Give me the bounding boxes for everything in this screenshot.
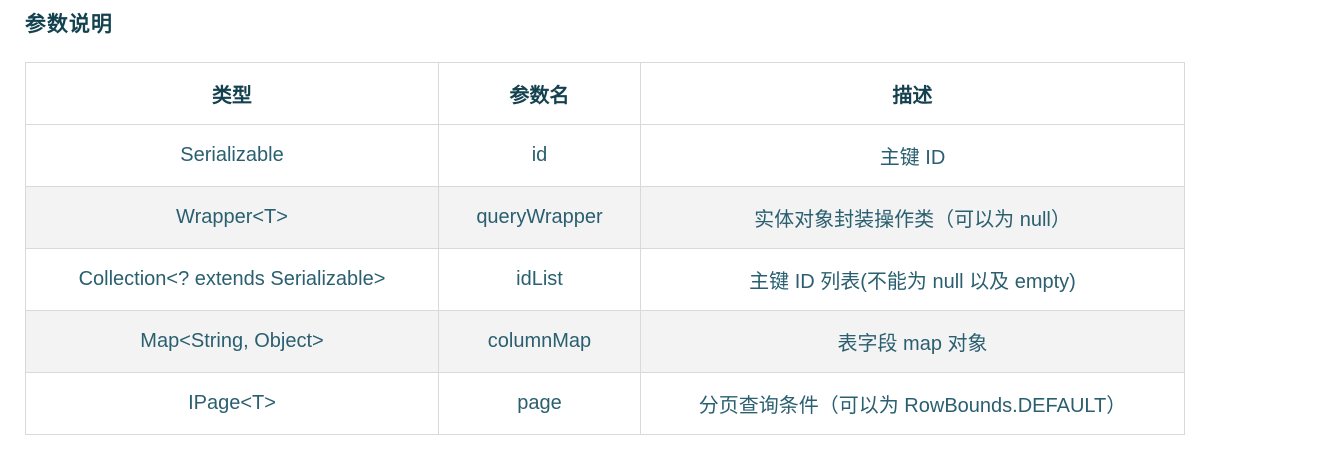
table-row: Collection<? extends Serializable> idLis…	[25, 248, 1185, 311]
table-row: IPage<T> page 分页查询条件（可以为 RowBounds.DEFAU…	[25, 372, 1185, 435]
cell-type: Serializable	[25, 124, 439, 187]
cell-type: Wrapper<T>	[25, 186, 439, 249]
table-row: Wrapper<T> queryWrapper 实体对象封装操作类（可以为 nu…	[25, 186, 1185, 249]
cell-description: 表字段 map 对象	[640, 310, 1185, 373]
column-header-type: 类型	[25, 62, 439, 125]
table-body: Serializable id 主键 ID Wrapper<T> queryWr…	[25, 124, 1185, 435]
cell-description: 主键 ID	[640, 124, 1185, 187]
table-header-row: 类型 参数名 描述	[25, 62, 1185, 125]
cell-description: 分页查询条件（可以为 RowBounds.DEFAULT）	[640, 372, 1185, 435]
table-header: 类型 参数名 描述	[25, 62, 1185, 125]
cell-description: 主键 ID 列表(不能为 null 以及 empty)	[640, 248, 1185, 311]
cell-param-name: columnMap	[438, 310, 641, 373]
parameter-table: 类型 参数名 描述 Serializable id 主键 ID Wrapper<…	[25, 62, 1185, 435]
table-row: Serializable id 主键 ID	[25, 124, 1185, 187]
cell-type: Collection<? extends Serializable>	[25, 248, 439, 311]
column-header-description: 描述	[640, 62, 1185, 125]
table-row: Map<String, Object> columnMap 表字段 map 对象	[25, 310, 1185, 373]
cell-type: IPage<T>	[25, 372, 439, 435]
cell-description: 实体对象封装操作类（可以为 null）	[640, 186, 1185, 249]
page-title: 参数说明	[25, 13, 113, 36]
cell-param-name: queryWrapper	[438, 186, 641, 249]
cell-type: Map<String, Object>	[25, 310, 439, 373]
cell-param-name: page	[438, 372, 641, 435]
column-header-param-name: 参数名	[438, 62, 641, 125]
cell-param-name: id	[438, 124, 641, 187]
cell-param-name: idList	[438, 248, 641, 311]
